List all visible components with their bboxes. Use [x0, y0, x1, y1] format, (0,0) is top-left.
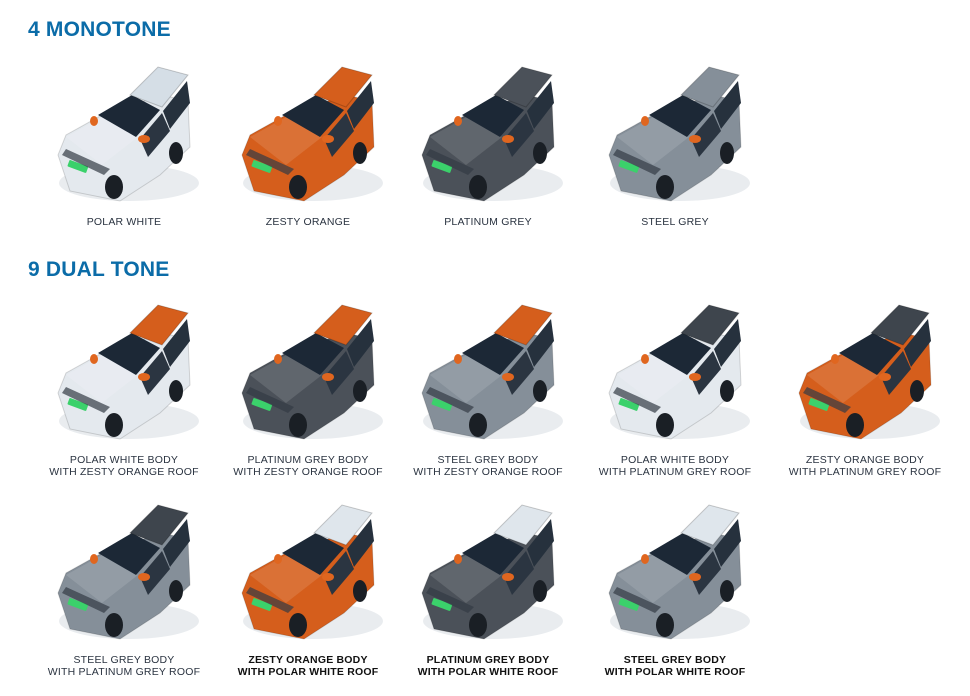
car-image — [421, 504, 563, 640]
color-label-line1: PLATINUM GREY — [444, 216, 532, 228]
car-image — [798, 304, 940, 440]
color-label-line2: WITH POLAR WHITE ROOF — [417, 665, 559, 678]
color-label-line1: POLAR WHITE — [86, 216, 162, 228]
color-label-line2: WITH POLAR WHITE ROOF — [604, 665, 746, 678]
color-label-line1: STEEL GREY — [641, 216, 709, 228]
color-label: ZESTY ORANGE BODY WITH POLAR WHITE ROOF — [213, 654, 403, 678]
color-label: STEEL GREY BODY WITH ZESTY ORANGE ROOF — [393, 454, 583, 478]
color-label-line1: PLATINUM GREY BODY — [247, 454, 369, 466]
color-label-line1: STEEL GREY BODY — [623, 654, 727, 666]
color-label-line1: ZESTY ORANGE — [265, 216, 351, 228]
color-label-line2: WITH ZESTY ORANGE ROOF — [49, 465, 199, 478]
color-label-line2: WITH PLATINUM GREY ROOF — [788, 465, 942, 478]
car-swatch: STEEL GREY BODY WITH ZESTY ORANGE ROOF — [393, 293, 583, 478]
car-swatch: POLAR WHITE — [29, 55, 219, 229]
car-swatch: POLAR WHITE BODY WITH PLATINUM GREY ROOF — [580, 293, 770, 478]
color-label: POLAR WHITE BODY WITH PLATINUM GREY ROOF — [580, 454, 770, 478]
car-swatch: STEEL GREY BODY WITH POLAR WHITE ROOF — [580, 493, 770, 678]
car-swatch: ZESTY ORANGE BODY WITH PLATINUM GREY ROO… — [770, 293, 960, 478]
car-image — [421, 66, 563, 202]
color-label: ZESTY ORANGE BODY WITH PLATINUM GREY ROO… — [770, 454, 960, 478]
color-label-line1: STEEL GREY BODY — [73, 654, 175, 666]
color-label: ZESTY ORANGE — [213, 216, 403, 229]
color-label-line2: WITH PLATINUM GREY ROOF — [598, 465, 752, 478]
car-image — [57, 66, 199, 202]
car-image — [241, 66, 383, 202]
color-label: STEEL GREY BODY WITH PLATINUM GREY ROOF — [29, 654, 219, 678]
color-label-line2: WITH ZESTY ORANGE ROOF — [233, 465, 383, 478]
color-label: POLAR WHITE BODY WITH ZESTY ORANGE ROOF — [29, 454, 219, 478]
car-image — [57, 504, 199, 640]
car-swatch: PLATINUM GREY BODY WITH ZESTY ORANGE ROO… — [213, 293, 403, 478]
color-label-line2: WITH PLATINUM GREY ROOF — [47, 665, 201, 678]
car-image — [241, 504, 383, 640]
car-image — [241, 304, 383, 440]
car-image — [608, 504, 750, 640]
car-image — [421, 304, 563, 440]
color-label-line1: POLAR WHITE BODY — [69, 454, 179, 466]
car-swatch: ZESTY ORANGE — [213, 55, 403, 229]
color-label-line1: POLAR WHITE BODY — [620, 454, 730, 466]
car-swatch: PLATINUM GREY BODY WITH POLAR WHITE ROOF — [393, 493, 583, 678]
car-swatch: PLATINUM GREY — [393, 55, 583, 229]
car-image — [608, 304, 750, 440]
color-label: PLATINUM GREY — [393, 216, 583, 229]
dual-tone-heading: 9 DUAL TONE — [28, 258, 170, 281]
car-swatch: ZESTY ORANGE BODY WITH POLAR WHITE ROOF — [213, 493, 403, 678]
color-label: STEEL GREY — [580, 216, 770, 229]
color-label-line1: PLATINUM GREY BODY — [426, 654, 550, 666]
color-label: POLAR WHITE — [29, 216, 219, 229]
color-label-line2: WITH ZESTY ORANGE ROOF — [413, 465, 563, 478]
car-swatch: POLAR WHITE BODY WITH ZESTY ORANGE ROOF — [29, 293, 219, 478]
color-label-line1: ZESTY ORANGE BODY — [805, 454, 925, 466]
car-swatch: STEEL GREY BODY WITH PLATINUM GREY ROOF — [29, 493, 219, 678]
color-label-line1: ZESTY ORANGE BODY — [248, 654, 368, 666]
car-swatch: STEEL GREY — [580, 55, 770, 229]
car-image — [57, 304, 199, 440]
color-label-line2: WITH POLAR WHITE ROOF — [237, 665, 379, 678]
color-label-line1: STEEL GREY BODY — [437, 454, 539, 466]
monotone-heading: 4 MONOTONE — [28, 18, 171, 41]
car-image — [608, 66, 750, 202]
color-label: PLATINUM GREY BODY WITH POLAR WHITE ROOF — [393, 654, 583, 678]
color-label: STEEL GREY BODY WITH POLAR WHITE ROOF — [580, 654, 770, 678]
color-label: PLATINUM GREY BODY WITH ZESTY ORANGE ROO… — [213, 454, 403, 478]
